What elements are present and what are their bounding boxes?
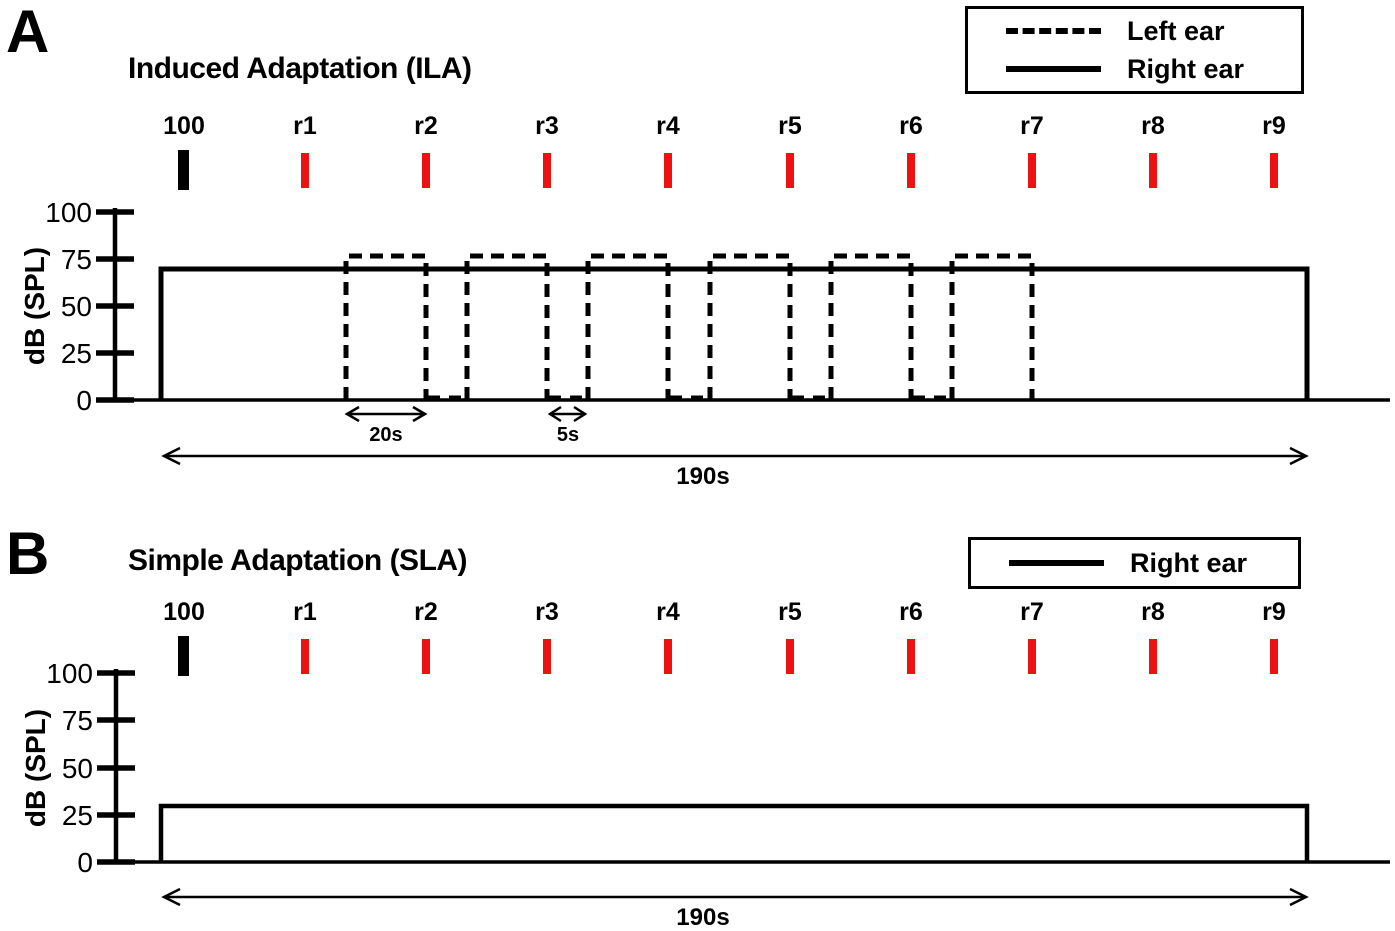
interpulse-gap-label-5s: 5s xyxy=(556,424,580,446)
panel-a-axes xyxy=(96,208,1390,403)
probe-tick-r9-b xyxy=(1270,639,1278,674)
marker-label-r5-b: r5 xyxy=(778,598,802,626)
panel-b-ytick-25: 25 xyxy=(61,800,93,831)
pulse-duration-label-20s: 20s xyxy=(369,424,403,446)
panel-a-ytick-100: 100 xyxy=(45,197,92,228)
panel-a-annotation-arrows xyxy=(161,405,1309,466)
marker-label-r8-a: r8 xyxy=(1141,112,1165,140)
probe-tick-r7-b xyxy=(1028,639,1036,674)
left-ear-dashed-line-sample xyxy=(1006,28,1101,34)
probe-tick-r4-a xyxy=(664,153,672,188)
marker-label-r7-a: r7 xyxy=(1020,112,1044,140)
marker-label-r5-a: r5 xyxy=(778,112,802,140)
marker-label-r3-b: r3 xyxy=(535,598,559,626)
panel-b-ytick-50: 50 xyxy=(61,753,93,784)
panel-a-ytick-0: 0 xyxy=(76,385,92,416)
panel-a-y-axis-title: dB (SPL) xyxy=(19,246,50,366)
panel-a-title: Induced Adaptation (ILA) xyxy=(128,52,472,85)
left-ear-pulse-3 xyxy=(585,253,671,400)
probe-tick-r9-a xyxy=(1270,153,1278,188)
legend-row-left-ear: Left ear xyxy=(968,12,1301,50)
panel-b-right-ear-trace xyxy=(158,803,1310,861)
marker-label-r6-b: r6 xyxy=(899,598,923,626)
panel-b-legend: Right ear xyxy=(968,537,1301,589)
legend-label-left-ear: Left ear xyxy=(1127,15,1225,46)
marker-label-r1-b: r1 xyxy=(293,598,317,626)
probe-tick-r8-b xyxy=(1149,639,1157,674)
probe-tick-r1-b xyxy=(301,639,309,674)
marker-label-r3-a: r3 xyxy=(535,112,559,140)
panel-b-ytick-0: 0 xyxy=(77,847,93,878)
probe-tick-r6-a xyxy=(907,153,915,188)
marker-label-100-b: 100 xyxy=(163,598,205,626)
marker-label-r4-a: r4 xyxy=(656,112,680,140)
marker-label-r4-b: r4 xyxy=(656,598,680,626)
total-duration-label-a: 190s xyxy=(676,463,730,490)
right-ear-solid-line-sample xyxy=(1006,66,1101,72)
total-duration-label-b: 190s xyxy=(676,904,730,931)
probe-tick-r3-a xyxy=(543,153,551,188)
marker-label-r8-b: r8 xyxy=(1141,598,1165,626)
panel-b-annotation-arrows xyxy=(161,887,1309,907)
left-ear-pulse-1 xyxy=(343,253,429,400)
panel-a-ytick-75: 75 xyxy=(60,244,92,275)
probe-tick-r2-a xyxy=(422,153,430,188)
panel-a-ytick-50: 50 xyxy=(60,291,92,322)
left-ear-pulse-4 xyxy=(707,253,793,400)
panel-b-ytick-75: 75 xyxy=(61,705,93,736)
probe-tick-r5-b xyxy=(786,639,794,674)
marker-label-r9-b: r9 xyxy=(1262,598,1286,626)
panel-a-right-ear-trace xyxy=(158,266,1310,399)
panel-b-axes xyxy=(97,669,1390,865)
left-ear-pulse-5 xyxy=(828,253,914,400)
probe-tick-r7-a xyxy=(1028,153,1036,188)
adaptor-tick-100-a xyxy=(178,150,189,190)
panel-b-title: Simple Adaptation (SLA) xyxy=(128,544,468,577)
probe-tick-r5-a xyxy=(786,153,794,188)
panel-a-letter: A xyxy=(6,0,50,65)
legend-row-right-ear: Right ear xyxy=(968,50,1301,88)
marker-label-100-a: 100 xyxy=(163,112,205,140)
left-ear-pulse-2 xyxy=(464,253,550,400)
panel-a-left-ear-pulses xyxy=(343,253,1035,400)
panel-b-letter: B xyxy=(6,520,50,587)
panel-b-y-axis-title: dB (SPL) xyxy=(20,708,51,828)
right-ear-solid-line-sample-b xyxy=(1009,560,1104,566)
panel-a-legend: Left ear Right ear xyxy=(965,6,1304,94)
adaptor-tick-100-b xyxy=(178,636,189,676)
left-ear-pulse-6 xyxy=(949,253,1035,400)
marker-label-r2-a: r2 xyxy=(414,112,438,140)
legend-label-right-ear-b: Right ear xyxy=(1130,547,1248,578)
probe-tick-r8-a xyxy=(1149,153,1157,188)
panel-b-ytick-100: 100 xyxy=(46,658,93,689)
panel-a-ytick-25: 25 xyxy=(60,338,92,369)
marker-label-r2-b: r2 xyxy=(414,598,438,626)
marker-label-r1-a: r1 xyxy=(293,112,317,140)
probe-tick-r6-b xyxy=(907,639,915,674)
marker-label-r9-a: r9 xyxy=(1262,112,1286,140)
probe-tick-r1-a xyxy=(301,153,309,188)
probe-tick-r4-b xyxy=(664,639,672,674)
probe-tick-r3-b xyxy=(543,639,551,674)
legend-label-right-ear: Right ear xyxy=(1127,53,1245,84)
probe-tick-r2-b xyxy=(422,639,430,674)
marker-label-r7-b: r7 xyxy=(1020,598,1044,626)
marker-label-r6-a: r6 xyxy=(899,112,923,140)
legend-row-right-ear-b: Right ear xyxy=(971,544,1298,582)
